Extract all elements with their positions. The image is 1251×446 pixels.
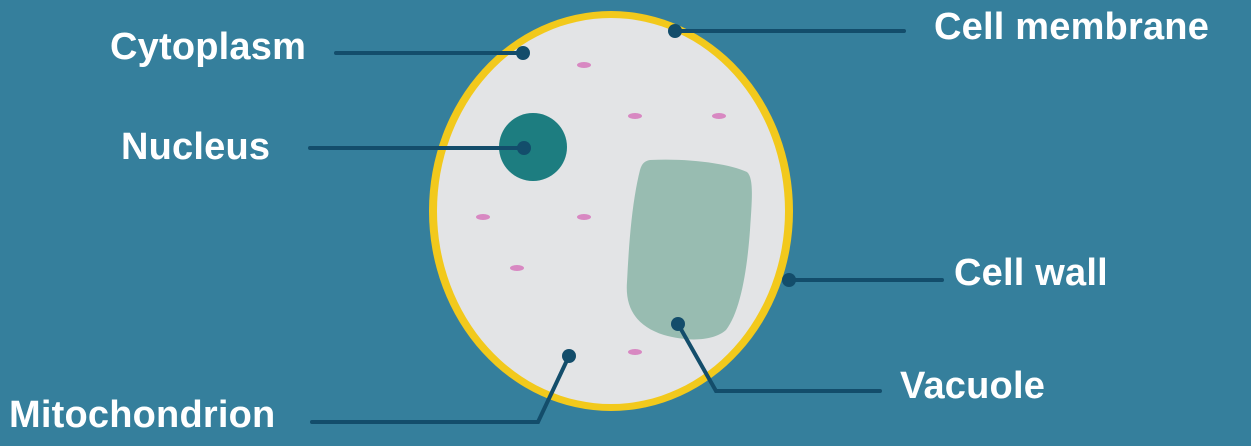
cell-membrane-pointer-dot — [668, 24, 682, 38]
cytoplasm-pointer-dot — [516, 46, 530, 60]
cell-wall-label: Cell wall — [954, 254, 1108, 292]
nucleus-label: Nucleus — [121, 128, 270, 166]
cytoplasm-label: Cytoplasm — [110, 28, 306, 66]
organelle-dot — [577, 214, 591, 220]
organelle-dot — [712, 113, 726, 119]
organelle-dot — [628, 349, 642, 355]
vacuole-pointer-dot — [671, 317, 685, 331]
nucleus-pointer-dot — [517, 141, 531, 155]
vacuole-shape — [627, 160, 752, 340]
organelle-dot — [510, 265, 524, 271]
cell-wall-pointer-dot — [782, 273, 796, 287]
organelle-dot — [628, 113, 642, 119]
mitochondrion-pointer-dot — [562, 349, 576, 363]
organelle-dot — [577, 62, 591, 68]
organelle-dot — [476, 214, 490, 220]
mitochondrion-label: Mitochondrion — [9, 396, 275, 434]
vacuole-label: Vacuole — [900, 367, 1045, 405]
cell-membrane-label: Cell membrane — [934, 8, 1209, 46]
